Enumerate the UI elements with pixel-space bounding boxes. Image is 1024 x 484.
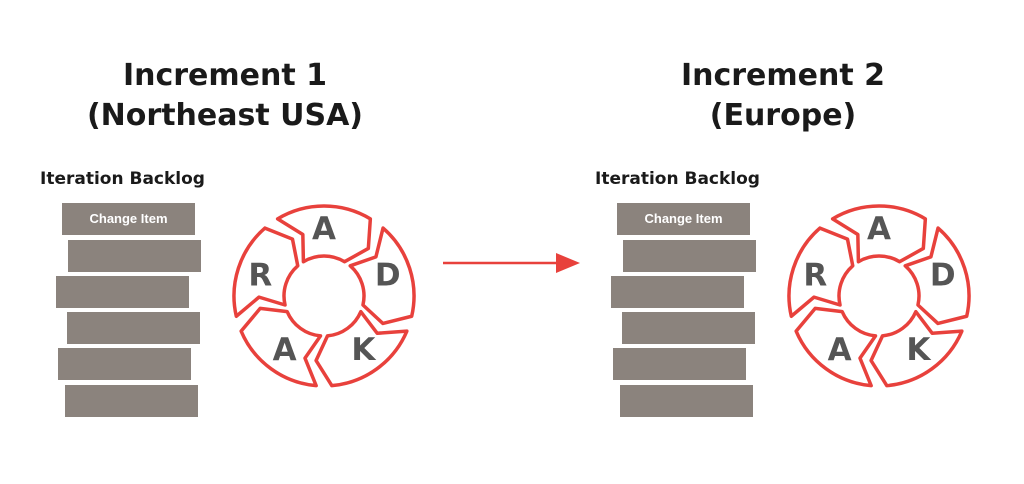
cycle-letter: A [828, 332, 852, 368]
cycle-letter: R [803, 257, 827, 293]
cycle-segment [314, 309, 409, 388]
backlog-item-change-item: Change Item [617, 203, 750, 235]
cycle-letter: A [867, 211, 891, 247]
cycle-segment [903, 226, 971, 326]
backlog-item [65, 385, 198, 417]
cycle-letter: A [312, 211, 336, 247]
backlog-item [620, 385, 753, 417]
cycle-letter: A [273, 332, 297, 368]
cycle-letter: D [930, 257, 956, 293]
increment-1-title: Increment 1 (Northeast USA) [45, 56, 405, 136]
backlog-item [56, 276, 189, 308]
cycle-segment [787, 226, 855, 318]
increment-2-title-line2: (Europe) [709, 98, 857, 133]
cycle-segment [232, 226, 300, 318]
increment-2-title: Increment 2 (Europe) [603, 56, 963, 136]
cycle-letter: K [906, 332, 931, 368]
cycle-segment [869, 309, 964, 388]
increment-2-title-line1: Increment 2 [680, 58, 886, 93]
cycle-segment [830, 204, 928, 264]
backlog-item [622, 312, 755, 344]
backlog-item [611, 276, 744, 308]
arrow-right-icon [443, 253, 580, 273]
increment-2-backlog-label: Iteration Backlog [595, 169, 760, 189]
cycle-segment [275, 204, 373, 264]
cycle-letter: R [248, 257, 272, 293]
cycle-segment [348, 226, 416, 326]
backlog-item [613, 348, 746, 380]
backlog-item [58, 348, 191, 380]
cycle-segment [794, 306, 878, 388]
arrow-head [556, 253, 580, 273]
increment-1-title-line1: Increment 1 [122, 58, 328, 93]
backlog-item [68, 240, 201, 272]
cycle-letter: K [351, 332, 376, 368]
backlog-item-change-item: Change Item [62, 203, 195, 235]
cycle-letter: D [375, 257, 401, 293]
increment-1-backlog-label: Iteration Backlog [40, 169, 205, 189]
backlog-item [623, 240, 756, 272]
cycle-segment [239, 306, 323, 388]
backlog-item [67, 312, 200, 344]
increment-1-title-line2: (Northeast USA) [86, 98, 364, 133]
